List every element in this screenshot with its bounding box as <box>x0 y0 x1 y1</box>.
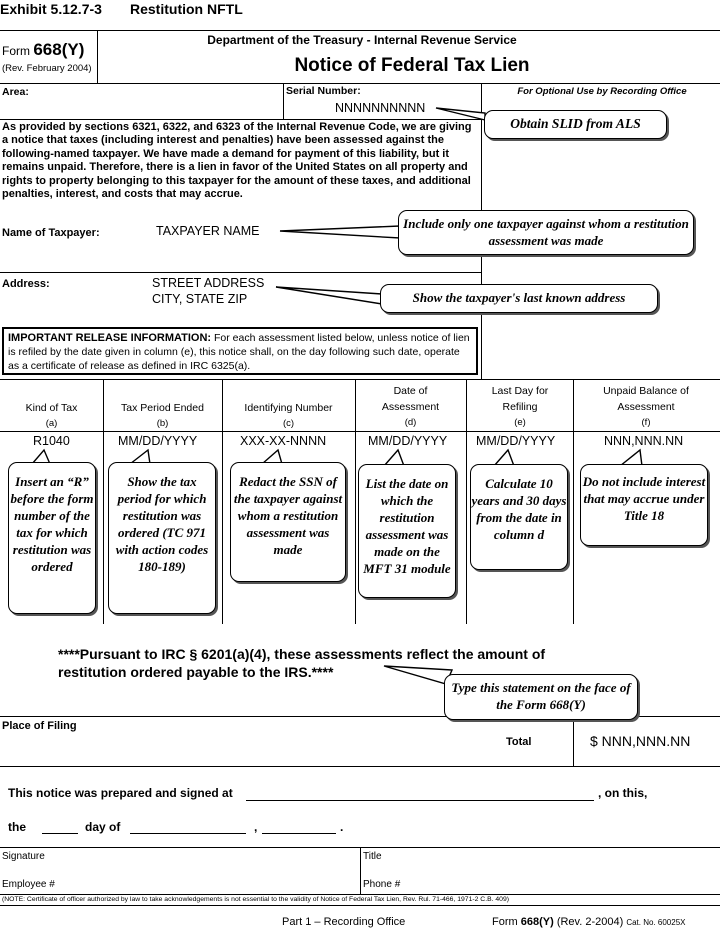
signature-label: Signature <box>2 851 45 862</box>
col-header-date-of-assessment: Date of Assessment (d) <box>380 383 441 431</box>
callout-refiling: Calculate 10 years and 30 days from the … <box>470 464 568 570</box>
callout-kind-of-tax: Insert an “R” before the form number of … <box>8 462 96 614</box>
callout-interest: Do not include interest that may accrue … <box>580 464 708 546</box>
pointer-address <box>275 286 383 305</box>
callout-obtain-slid: Obtain SLID from ALS <box>484 110 667 139</box>
optional-use-label: For Optional Use by Recording Office <box>517 86 687 97</box>
employee-number-label: Employee # <box>2 879 55 890</box>
cat-number: Cat. No. 60025X <box>626 918 686 927</box>
callout-redact-ssn: Redact the SSN of the taxpayer against w… <box>230 462 346 582</box>
form-ref-prefix: Form <box>492 916 518 928</box>
col-title: Date of Assessment <box>381 385 440 413</box>
col-header-unpaid-balance: Unpaid Balance of Assessment (f) <box>598 383 694 431</box>
col-letter: (a) <box>45 418 58 429</box>
release-info-text: For each assessment listed below, unless… <box>8 332 470 372</box>
unpaid-balance-value: NNN,NNN.NN <box>604 434 684 448</box>
callout-assessment-date: List the date on which the restitution a… <box>358 464 456 598</box>
footer-note: (NOTE: Certificate of officer authorized… <box>2 896 510 903</box>
year-line[interactable] <box>262 833 336 834</box>
refiling-date-value: MM/DD/YYYY <box>476 434 556 448</box>
col-header-identifying-number: Identifying Number (c) <box>222 400 355 432</box>
total-label: Total <box>506 736 532 748</box>
identifying-number-value: XXX-XX-NNNN <box>240 434 327 448</box>
phone-number-label: Phone # <box>363 879 401 890</box>
form-number: 668(Y) <box>33 40 85 59</box>
form-reference: Form 668(Y) (Rev. 2-2004) Cat. No. 60025… <box>492 916 685 928</box>
comma-2: . <box>340 820 344 834</box>
col-letter: (d) <box>404 417 417 428</box>
col-letter: (b) <box>156 418 169 429</box>
form-label: Form 668(Y) <box>2 40 84 60</box>
form-ref-rev: (Rev. 2-2004) <box>556 916 624 928</box>
total-value: $ NNN,NNN.NN <box>590 733 691 749</box>
col-title: Last Day for Refiling <box>491 385 549 413</box>
callout-one-taxpayer: Include only one taxpayer against whom a… <box>398 210 694 255</box>
place-of-filing-label: Place of Filing <box>2 720 77 732</box>
address-line1: STREET ADDRESS <box>152 276 265 290</box>
taxpayer-name-value: TAXPAYER NAME <box>156 224 260 238</box>
form-title: Notice of Federal Tax Lien <box>294 55 530 76</box>
exhibit-number: Exhibit 5.12.7-3 <box>0 1 102 17</box>
col-title: Unpaid Balance of Assessment <box>603 385 689 413</box>
area-label: Area: <box>2 86 29 98</box>
exhibit-title: Restitution NFTL <box>130 1 243 17</box>
title-label: Title <box>363 851 382 862</box>
release-info-box: IMPORTANT RELEASE INFORMATION: For each … <box>2 327 478 375</box>
col-title: Tax Period Ended <box>121 402 204 414</box>
col-title: Kind of Tax <box>25 402 78 414</box>
comma-1: , <box>254 820 258 834</box>
serial-number-value: NNNNNNNNNN <box>335 101 426 115</box>
prepared-place-line[interactable] <box>246 800 594 801</box>
pointer-one-taxpayer <box>279 225 401 239</box>
form-revision: (Rev. February 2004) <box>2 63 92 74</box>
the-label: the <box>8 820 26 834</box>
prepared-signed-label: This notice was prepared and signed at <box>8 786 233 800</box>
intro-paragraph: As provided by sections 6321, 6322, and … <box>2 121 472 201</box>
callout-taxpayer-address: Show the taxpayer's last known address <box>380 284 658 313</box>
callout-type-statement: Type this statement on the face of the F… <box>444 674 638 720</box>
release-info-heading: IMPORTANT RELEASE INFORMATION: <box>8 332 212 344</box>
pointer-statement <box>383 665 454 685</box>
month-line[interactable] <box>130 833 246 834</box>
day-of-label: day of <box>85 820 121 834</box>
restitution-statement: ****Pursuant to IRC § 6201(a)(4), these … <box>58 646 546 680</box>
col-header-last-day-refiling: Last Day for Refiling (e) <box>484 383 556 431</box>
col-letter: (c) <box>282 418 295 429</box>
taxpayer-name-label: Name of Taxpayer: <box>2 227 100 239</box>
pointer-slid <box>435 107 486 121</box>
kind-of-tax-value: R1040 <box>33 434 70 448</box>
tax-period-value: MM/DD/YYYY <box>118 434 198 448</box>
agency-name: Department of the Treasury - Internal Re… <box>207 33 517 47</box>
form-ref-number: 668(Y) <box>520 916 554 928</box>
part-label: Part 1 – Recording Office <box>282 916 406 928</box>
callout-tax-period: Show the tax period for which restitutio… <box>108 462 216 614</box>
col-header-tax-period: Tax Period Ended (b) <box>103 400 222 432</box>
col-header-kind-of-tax: Kind of Tax (a) <box>0 400 103 432</box>
col-letter: (e) <box>514 417 526 428</box>
assessment-date-value: MM/DD/YYYY <box>368 434 448 448</box>
col-letter: (f) <box>641 417 651 428</box>
address-label: Address: <box>2 278 50 290</box>
address-line2: CITY, STATE ZIP <box>152 292 248 306</box>
serial-label: Serial Number: <box>286 85 361 97</box>
day-number-line[interactable] <box>42 833 78 834</box>
on-this-label: , on this, <box>598 786 648 800</box>
form-prefix: Form <box>2 44 30 58</box>
col-title: Identifying Number <box>244 402 333 414</box>
